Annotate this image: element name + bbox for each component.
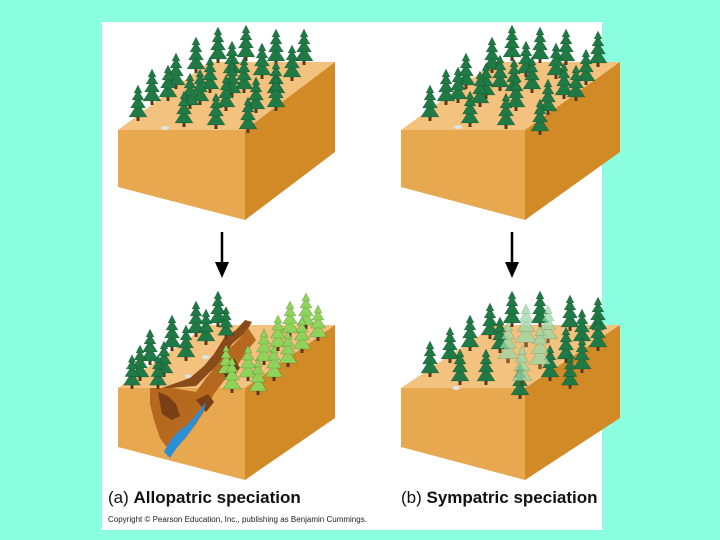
caption-letter: (b) <box>401 488 422 507</box>
conifer-tree-icon <box>421 85 439 121</box>
down-arrow-icon <box>215 232 229 278</box>
conifer-tree-icon <box>267 29 285 65</box>
block-top-left <box>118 25 335 220</box>
down-arrow-icon <box>505 232 519 278</box>
conifer-tree-icon <box>589 31 607 67</box>
block-bottom-left <box>118 291 335 480</box>
caption-allopatric: (a) Allopatric speciation <box>108 488 301 508</box>
pebble-icon <box>454 125 462 129</box>
block-top-right <box>401 25 620 220</box>
pebble-icon <box>185 374 192 378</box>
caption-sympatric: (b) Sympatric speciation <box>401 488 598 508</box>
block-front-face <box>118 130 245 220</box>
caption-letter: (a) <box>108 488 129 507</box>
conifer-tree-icon <box>561 295 579 331</box>
conifer-tree-icon <box>237 25 255 61</box>
conifer-tree-icon <box>129 85 147 121</box>
copyright-notice: Copyright © Pearson Education, Inc., pub… <box>108 515 367 524</box>
conifer-tree-icon <box>143 69 161 105</box>
conifer-tree-icon <box>503 291 521 327</box>
block-front-face <box>401 388 525 480</box>
conifer-tree-icon <box>421 341 439 377</box>
conifer-tree-icon <box>441 327 459 363</box>
pebble-icon <box>452 386 460 390</box>
block-bottom-right <box>401 291 620 480</box>
conifer-tree-icon <box>531 27 549 63</box>
conifer-tree-icon <box>503 25 521 61</box>
pebble-icon <box>202 355 210 359</box>
conifer-tree-icon <box>461 315 479 351</box>
conifer-tree-icon <box>187 37 205 73</box>
conifer-tree-icon <box>209 27 227 63</box>
caption-title: Sympatric speciation <box>427 488 598 507</box>
caption-title: Allopatric speciation <box>134 488 301 507</box>
pebble-icon <box>161 126 169 130</box>
block-front-face <box>401 130 525 220</box>
